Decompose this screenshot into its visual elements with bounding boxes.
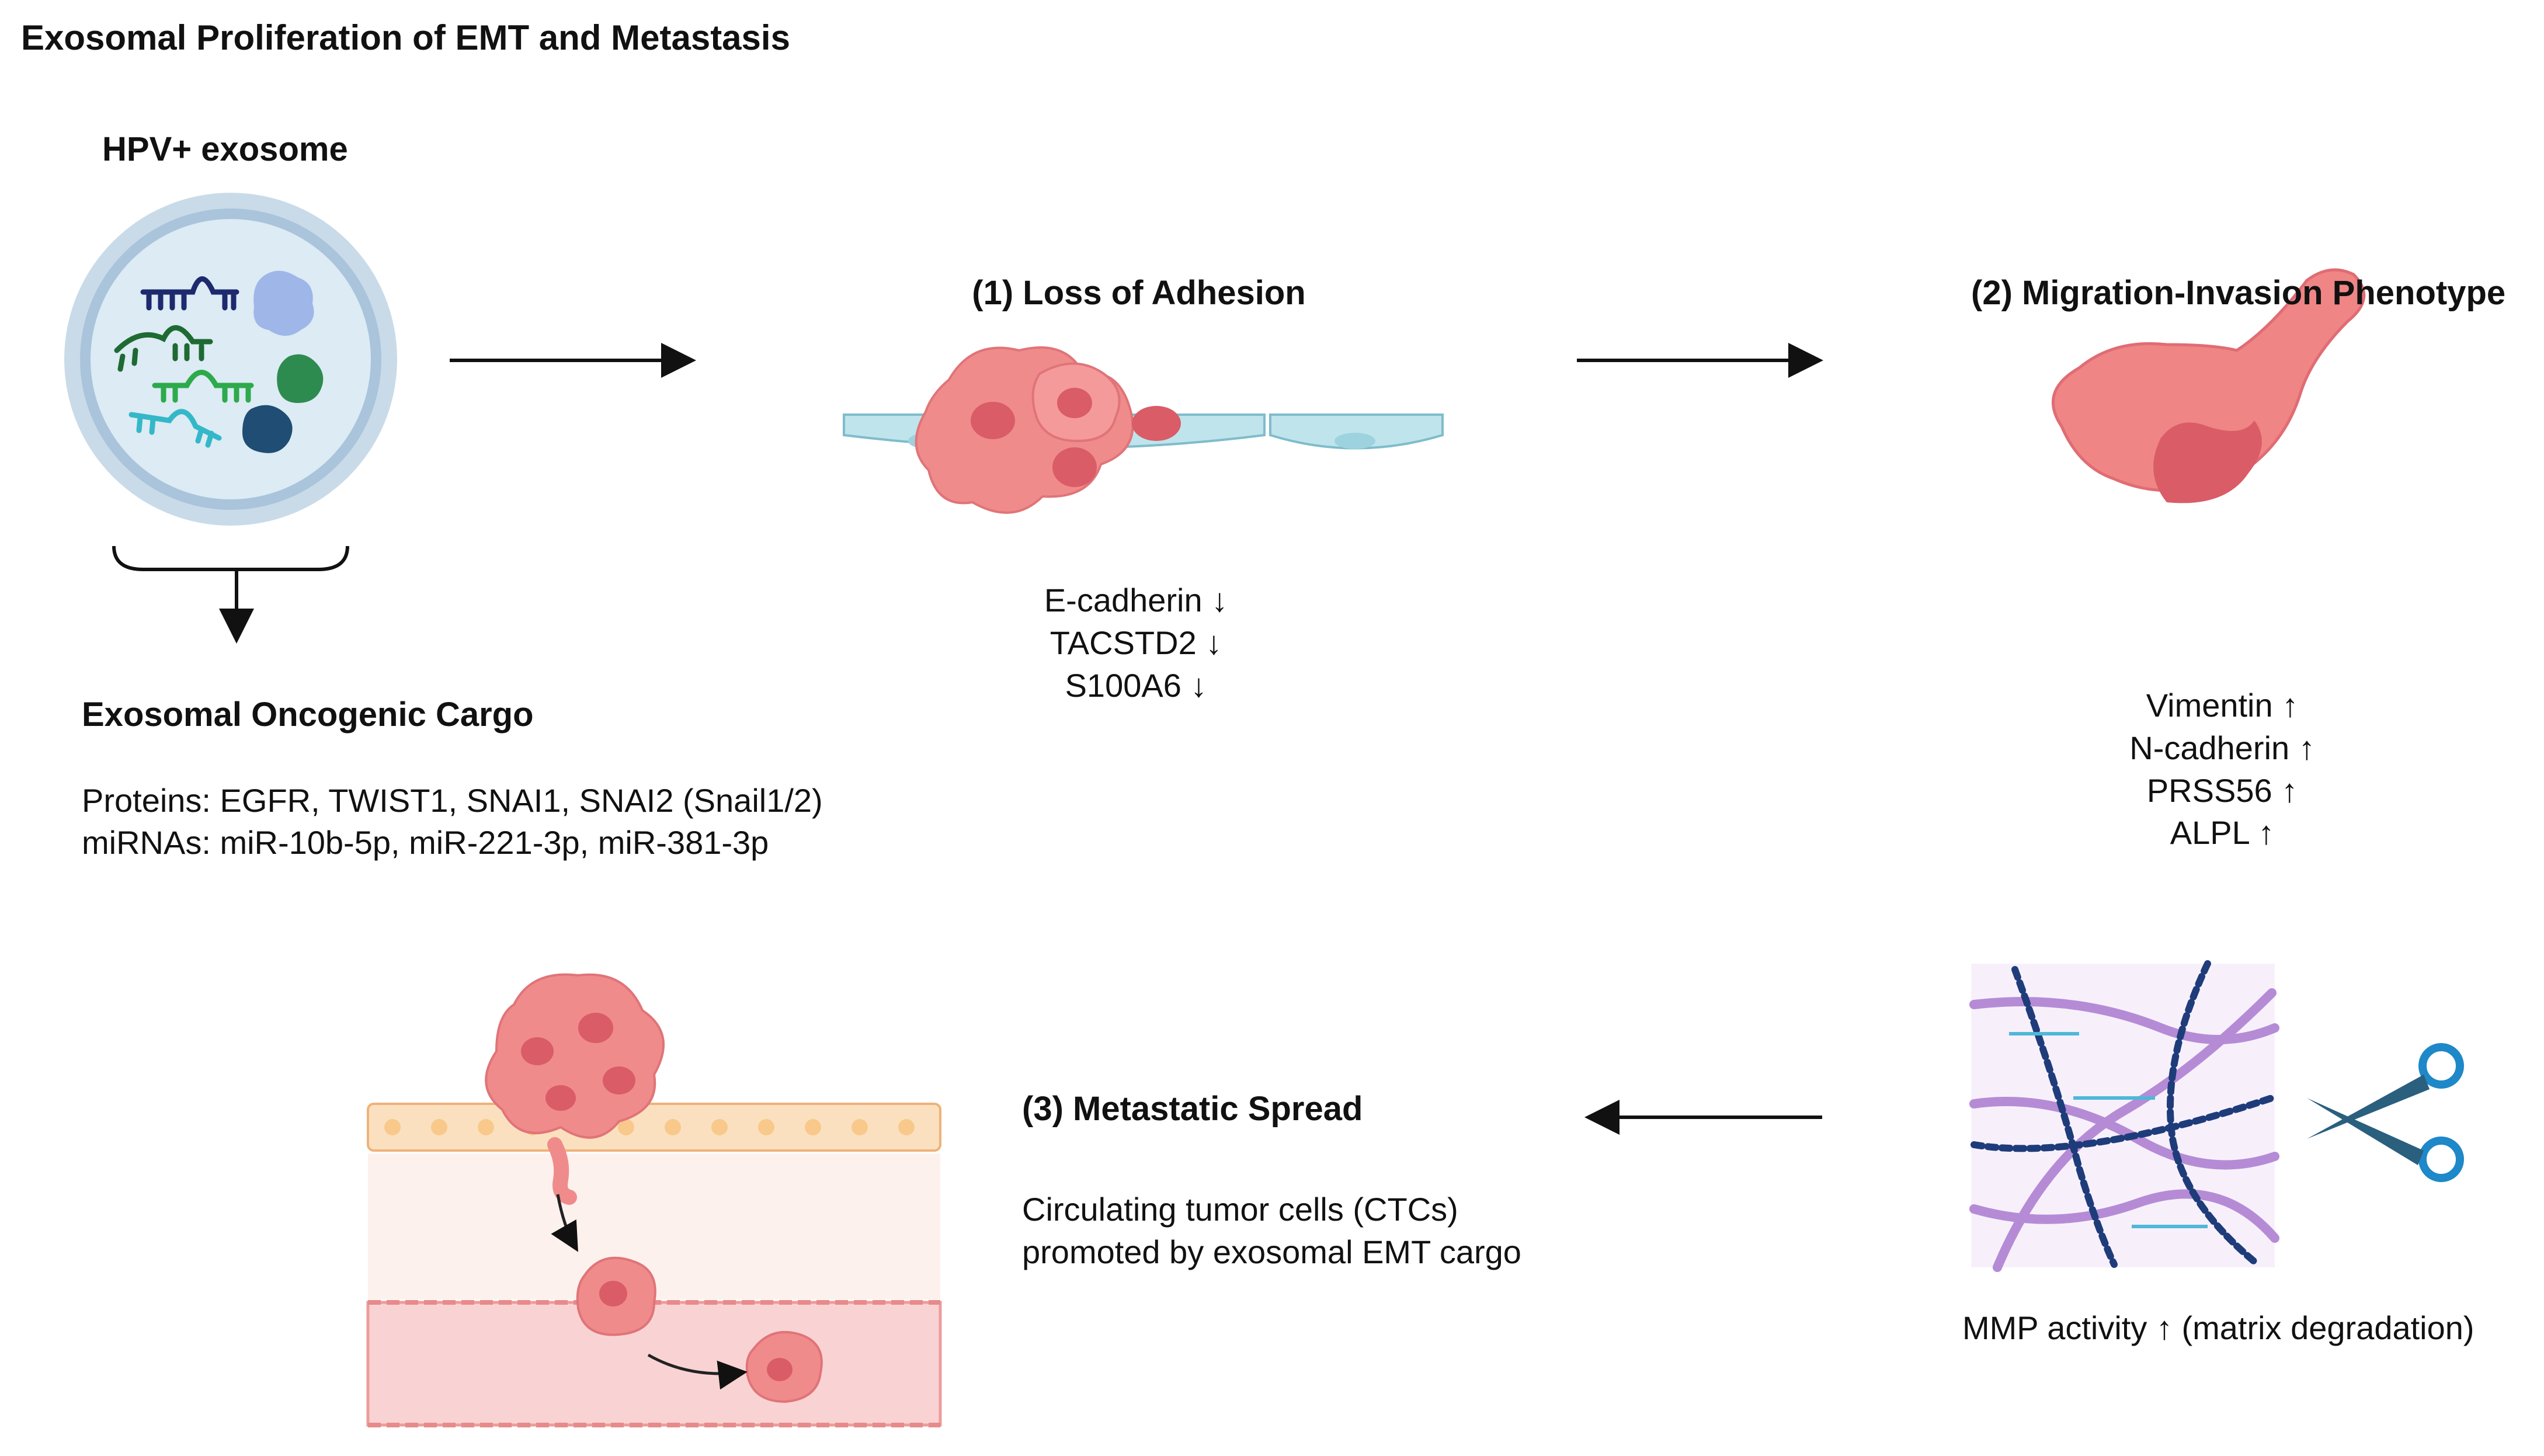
step1-marker: S100A6 ↓ bbox=[1065, 666, 1207, 704]
step2-marker: PRSS56 ↑ bbox=[2146, 772, 2298, 809]
step2-heading: (2) Migration-Invasion Phenotype bbox=[1971, 274, 2506, 312]
migrating-cell-icon bbox=[2052, 268, 2366, 503]
step3-line1: Circulating tumor cells (CTCs) bbox=[1022, 1191, 1458, 1228]
circulating-tumor-cell-icon bbox=[576, 1256, 823, 1403]
tumor-cluster-icon bbox=[485, 973, 665, 1205]
cargo-proteins: Proteins: EGFR, TWIST1, SNAI1, SNAI2 (Sn… bbox=[82, 782, 823, 819]
brace bbox=[112, 545, 349, 571]
mmp-caption: MMP activity ↑ (matrix degradation) bbox=[1962, 1309, 2475, 1346]
step2-marker: ALPL ↑ bbox=[2170, 814, 2275, 852]
figure-title: Exosomal Proliferation of EMT and Metast… bbox=[21, 18, 790, 57]
step3-heading: (3) Metastatic Spread bbox=[1022, 1090, 1363, 1128]
step3-line2: promoted by exosomal EMT cargo bbox=[1022, 1233, 1521, 1270]
tissue-vessel-icon bbox=[366, 1103, 942, 1427]
exosome-label: HPV+ exosome bbox=[102, 130, 348, 168]
step1-marker: TACSTD2 ↓ bbox=[1049, 624, 1222, 661]
detaching-tumor-cells-icon bbox=[915, 346, 1181, 514]
cargo-mirnas: miRNAs: miR-10b-5p, miR-221-3p, miR-381-… bbox=[82, 824, 769, 861]
step2-marker-list: Vimentin ↑ N-cadherin ↑ PRSS56 ↑ ALPL ↑ bbox=[2129, 684, 2314, 854]
step1-marker: E-cadherin ↓ bbox=[1044, 582, 1228, 618]
cargo-heading: Exosomal Oncogenic Cargo bbox=[82, 696, 534, 734]
migration-arrows bbox=[551, 1194, 748, 1390]
scissors-icon bbox=[2307, 1043, 2464, 1182]
step1-heading: (1) Loss of Adhesion bbox=[972, 274, 1306, 312]
exosome-icon bbox=[64, 193, 397, 526]
step2-marker: N-cadherin ↑ bbox=[2129, 729, 2315, 766]
step2-marker: Vimentin ↑ bbox=[2146, 687, 2299, 724]
extracellular-matrix-icon bbox=[1969, 960, 2279, 1272]
step1-marker-list: E-cadherin ↓ TACSTD2 ↓ S100A6 ↓ bbox=[1044, 579, 1228, 707]
